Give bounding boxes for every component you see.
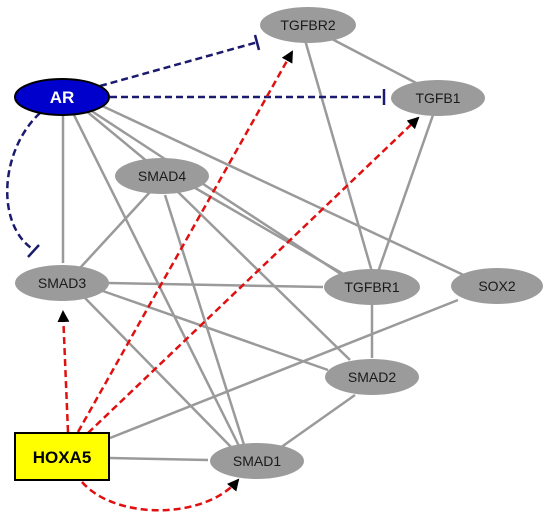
edge-smad4-smad1 — [163, 194, 247, 449]
node-label-smad4: SMAD4 — [138, 168, 186, 184]
node-tgfbr2[interactable]: TGFBR2 — [260, 7, 356, 43]
edge-smad2-smad1 — [279, 393, 356, 450]
inhibition-edges — [6, 34, 386, 258]
node-label-tgfbr2: TGFBR2 — [280, 17, 335, 33]
node-hoxa5[interactable]: HOXA5 — [14, 432, 110, 481]
association-edges — [61, 36, 471, 462]
node-tgfbr1[interactable]: TGFBR1 — [324, 269, 420, 305]
activation-edges — [57, 50, 420, 512]
edge-tgfbr2-tgfbr1 — [303, 39, 374, 273]
node-label-tgfbr1: TGFBR1 — [344, 279, 399, 295]
node-label-sox2: SOX2 — [478, 278, 516, 294]
edge-ar-smad1 — [71, 112, 242, 449]
node-tgfb1[interactable]: TGFB1 — [391, 80, 485, 116]
edge-smad3-smad1 — [84, 297, 233, 449]
edge-smad4-smad3 — [79, 191, 151, 269]
node-smad3[interactable]: SMAD3 — [15, 265, 109, 301]
node-label-ar: AR — [50, 88, 75, 107]
node-label-tgfb1: TGFB1 — [415, 90, 460, 106]
edge-tgfb1-tgfbr1 — [376, 114, 435, 273]
edge-hoxa5-activates-smad3 — [57, 310, 70, 433]
edge-ar-inhibits-tgfbr2 — [99, 40, 259, 88]
node-label-smad3: SMAD3 — [38, 275, 86, 291]
edge-ar-inhibits-tgfbr2-bar — [253, 34, 261, 51]
node-ar[interactable]: AR — [14, 78, 110, 116]
edge-ar-sox2 — [97, 102, 471, 280]
node-label-hoxa5: HOXA5 — [33, 448, 92, 467]
edge-smad3-tgfbr1 — [107, 281, 324, 289]
edge-hoxa5-activates-smad1 — [81, 478, 240, 512]
edge-smad4-tgfbr1 — [189, 183, 346, 277]
edge-ar-inhibits-smad3-bar — [27, 244, 40, 258]
node-label-smad2: SMAD2 — [348, 369, 396, 385]
edge-hoxa5-sox2 — [109, 298, 459, 440]
edge-ar-inhibits-smad3 — [6, 112, 41, 252]
edge-smad4-smad2 — [177, 191, 351, 361]
edge-hoxa5-smad1 — [109, 456, 209, 462]
edge-hoxa5-activates-tgfbr2 — [76, 50, 294, 433]
edge-tgfbr2-tgfb1 — [329, 36, 421, 87]
node-smad1[interactable]: SMAD1 — [210, 443, 304, 479]
edge-smad3-smad2 — [99, 288, 329, 372]
node-label-smad1: SMAD1 — [233, 453, 281, 469]
node-smad2[interactable]: SMAD2 — [325, 359, 419, 395]
node-sox2[interactable]: SOX2 — [451, 268, 543, 304]
edge-hoxa5-activates-tgfb1 — [87, 116, 420, 434]
node-smad4[interactable]: SMAD4 — [115, 158, 209, 194]
